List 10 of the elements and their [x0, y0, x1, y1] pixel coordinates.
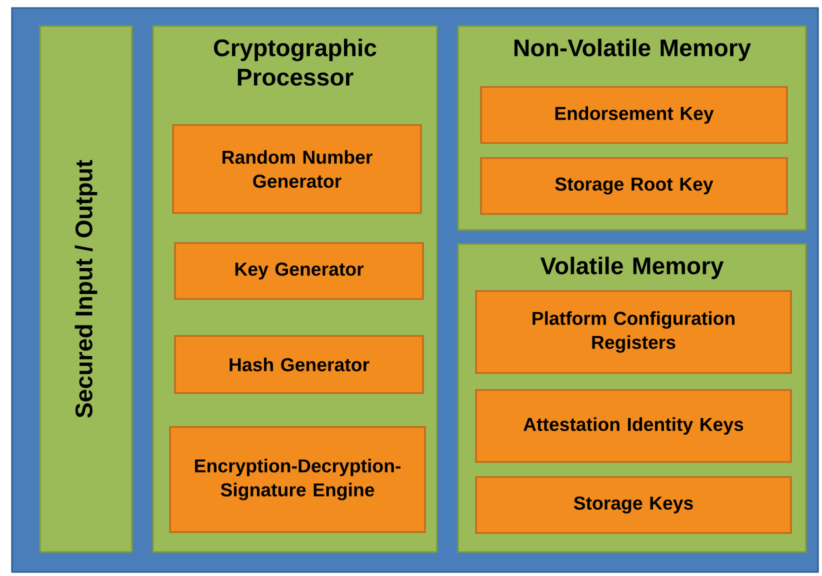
component-box: Random Number Generator [172, 124, 422, 214]
component-box: Attestation Identity Keys [475, 389, 792, 463]
component-box: Endorsement Key [480, 86, 788, 144]
component-box: Storage Root Key [480, 157, 788, 215]
component-box: Hash Generator [174, 335, 424, 394]
component-box: Encryption-Decryption-Signature Engine [169, 426, 426, 533]
component-box: Key Generator [174, 242, 424, 300]
component-box: Storage Keys [475, 476, 792, 534]
io-panel: Secured Input / Output [39, 25, 133, 553]
component-box: Platform Configuration Registers [475, 290, 792, 374]
